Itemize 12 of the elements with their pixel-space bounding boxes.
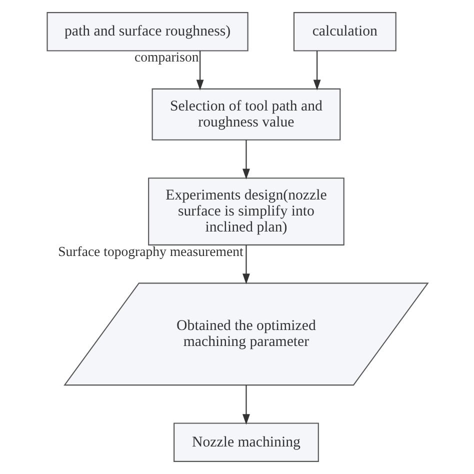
node-box: calculation — [292, 12, 396, 52]
edge-label: comparison — [134, 50, 198, 65]
edge-label: Surface topography measurement — [58, 244, 243, 259]
arrow — [242, 385, 250, 425]
node-box: path and surface roughness) — [46, 12, 248, 52]
node-box: Experiments design(nozzle surface is simplify into inclined plan) — [148, 178, 344, 246]
node-box: Nozzle machining — [173, 422, 318, 462]
arrow — [312, 50, 320, 90]
arrow — [196, 50, 204, 90]
arrow — [242, 140, 250, 180]
node-box: Selection of tool path and roughness value — [151, 88, 340, 140]
arrow — [242, 245, 250, 284]
